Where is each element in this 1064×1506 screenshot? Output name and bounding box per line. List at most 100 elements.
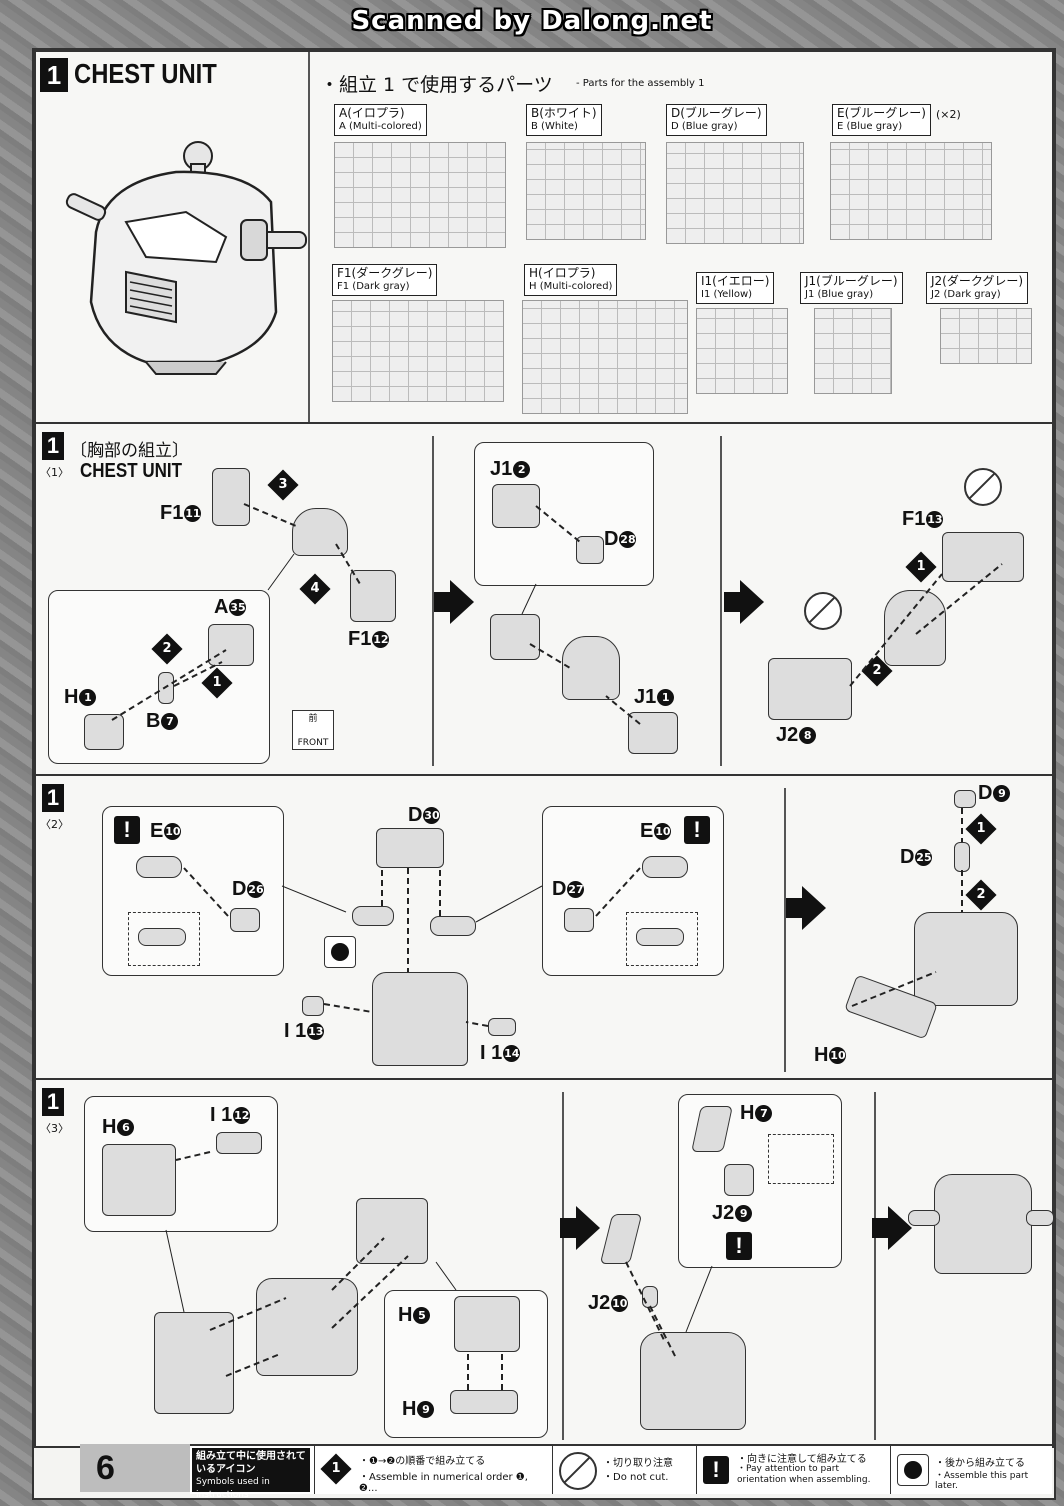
runner-f1-en: F1 (Dark gray) (337, 281, 410, 292)
runner-e-en: E (Blue gray) (837, 121, 903, 132)
runner-d-en: D (Blue gray) (671, 121, 738, 132)
divider (720, 436, 722, 766)
runner-a-jp: A(イロプラ) (339, 106, 405, 120)
detail-box (128, 912, 200, 966)
runner-h-sprue (522, 300, 688, 414)
divider (874, 1092, 876, 1440)
runner-j1-en: J1 (Blue gray) (805, 289, 874, 300)
assemble-later-icon (897, 1454, 929, 1486)
part-j1-2 (492, 484, 540, 528)
do-not-cut-icon (559, 1452, 597, 1490)
legend-cut-jp: ・切り取り注意 (603, 1458, 673, 1469)
part-j2-9 (724, 1164, 754, 1196)
step-number: 1 (42, 784, 64, 812)
legend-later-jp: ・後から組み立てる (935, 1458, 1025, 1469)
orientation-warning-icon: ! (114, 816, 140, 844)
part-shoulder-joint-right (430, 916, 476, 936)
chest-unit-illustration (65, 141, 307, 375)
divider (432, 436, 434, 766)
part-e10-left (136, 856, 182, 878)
part-h1 (84, 714, 124, 750)
legend-header-en: Symbols used in instructions (196, 1477, 270, 1500)
part-d26 (230, 908, 260, 932)
part-a35 (208, 624, 254, 666)
part-chest-body-2 (914, 912, 1018, 1006)
legend-order-en: ・Assemble in numerical order ❶, ❷... (359, 1472, 528, 1494)
runner-f1-jp: F1(ダークグレー) (337, 266, 433, 280)
next-arrow (434, 580, 474, 624)
runner-h-en: H (Multi-colored) (529, 281, 613, 292)
order-icon: 1 (320, 1453, 352, 1485)
do-not-cut-icon (804, 592, 842, 630)
part-d9 (954, 790, 976, 808)
runner-d-sprue (666, 142, 804, 244)
runner-b-jp: B(ホワイト) (531, 106, 597, 120)
legend-header-jp: 組み立て中に使用されているアイコン (196, 1451, 306, 1475)
part-j2-8 (768, 658, 852, 720)
orientation-warning-icon: ! (726, 1232, 752, 1260)
runner-label-d: D(ブルーグレー)D (Blue gray) (666, 104, 767, 136)
legend-item-cut: ・切り取り注意 ・Do not cut. (552, 1446, 683, 1494)
part-d28 (576, 536, 604, 564)
legend-item-order: 1 ・❶→❷の順番で組み立てる ・Assemble in numerical o… (314, 1446, 549, 1494)
runner-label-b: B(ホワイト)B (White) (526, 104, 602, 136)
legend-item-later: ・後から組み立てる ・Assemble this part later. (890, 1446, 1051, 1494)
runner-h-jp: H(イロプラ) (529, 266, 596, 280)
substep-label: 〈1〉 (40, 466, 69, 479)
runner-label-i1: I1(イエロー)I1 (Yellow) (696, 272, 775, 304)
detail-box (626, 912, 698, 966)
part-h5 (454, 1296, 520, 1352)
part-e10-detail (636, 928, 684, 946)
part-chest-body (372, 972, 468, 1066)
part-h6 (102, 1144, 176, 1216)
runner-label-j1: J1(ブルーグレー)J1 (Blue gray) (800, 272, 903, 304)
legend-orientation-en: ・Pay attention to part orientation when … (737, 1464, 871, 1485)
runner-j2-sprue (940, 308, 1032, 364)
part-chest-front-armor (154, 1312, 234, 1414)
part-chest-core-3 (884, 590, 946, 666)
step-title-jp: 〔胸部の組立〕 (70, 441, 189, 461)
page-title: CHEST UNIT (74, 58, 217, 89)
divider (308, 52, 310, 422)
next-arrow (560, 1206, 600, 1250)
part-f1-13 (942, 532, 1024, 582)
runner-label-j2: J2(ダークグレー)J2 (Dark gray) (926, 272, 1029, 304)
do-not-cut-icon (964, 468, 1002, 506)
runner-e-jp: E(ブルーグレー) (837, 106, 926, 120)
legend-later-en: ・Assemble this part later. (935, 1471, 1029, 1491)
runner-j2-jp: J2(ダークグレー) (931, 274, 1024, 288)
part-chest-core-2 (562, 636, 620, 700)
orientation-warning-icon: ! (703, 1456, 729, 1484)
legend-item-orientation: ! ・向きに注意して組み立てる ・Pay attention to part o… (696, 1446, 883, 1494)
part-i1-13 (302, 996, 324, 1016)
part-chest-body-4 (640, 1332, 746, 1430)
runner-label-f1: F1(ダークグレー)F1 (Dark gray) (332, 264, 438, 296)
part-j1-1 (628, 712, 678, 754)
step-number: 1 (40, 58, 68, 92)
part-shoulder-joint-left (352, 906, 394, 926)
runner-b-sprue (526, 142, 646, 240)
part-i1-14 (488, 1018, 516, 1036)
detail-box (768, 1134, 834, 1184)
runner-j2-en: J2 (Dark gray) (931, 289, 1001, 300)
assembly-lines-panel3 (849, 563, 1003, 687)
orientation-warning-icon: ! (684, 816, 710, 844)
runner-i1-en: I1 (Yellow) (701, 289, 753, 300)
legend-order-jp: ・❶→❷の順番で組み立てる (359, 1456, 486, 1467)
